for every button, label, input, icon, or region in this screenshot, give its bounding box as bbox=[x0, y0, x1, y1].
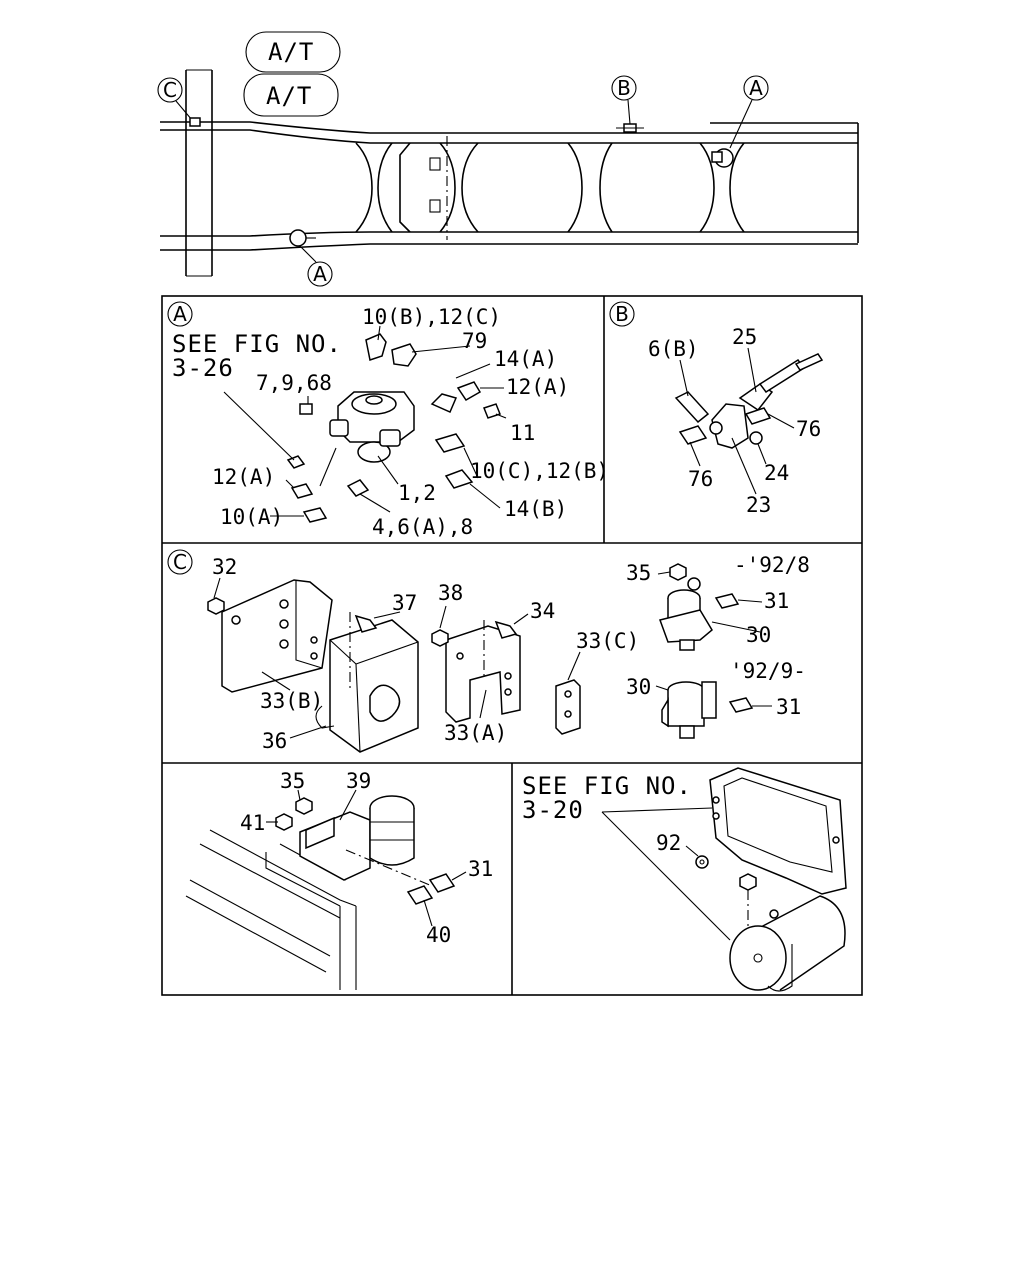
label-11: 11 bbox=[510, 421, 535, 445]
panel-c-key: C bbox=[173, 550, 187, 574]
label-14a-top: 14(A) bbox=[494, 347, 557, 371]
label-31-upper: 31 bbox=[764, 589, 789, 613]
label-33a: 33(A) bbox=[444, 721, 507, 745]
label-34: 34 bbox=[530, 599, 555, 623]
label-76-left: 76 bbox=[688, 467, 713, 491]
callout-b: B bbox=[617, 76, 631, 100]
label-31-lower: 31 bbox=[776, 695, 801, 719]
label-7-9-68: 7,9,68 bbox=[256, 371, 332, 395]
label-6b: 6(B) bbox=[648, 337, 699, 361]
label-33c: 33(C) bbox=[576, 629, 639, 653]
at-tag-upper: A/T bbox=[268, 38, 314, 66]
panel-grid bbox=[161, 295, 863, 996]
label-12a-left: 12(A) bbox=[212, 465, 275, 489]
label-35-d: 35 bbox=[280, 769, 305, 793]
callout-c: C bbox=[163, 78, 177, 102]
label-10c-12b: 10(C),12(B) bbox=[470, 459, 609, 483]
panel-a: A SEE FIG NO. 3-26 bbox=[167, 301, 609, 539]
panel-c: C bbox=[167, 549, 810, 753]
label-92: 92 bbox=[656, 831, 681, 855]
label-24: 24 bbox=[764, 461, 789, 485]
label-pre-92-8: -'92/8 bbox=[734, 553, 810, 577]
label-10a: 10(A) bbox=[220, 505, 283, 529]
panel-e: SEE FIG NO. 3-20 92 bbox=[522, 767, 847, 992]
panel-d: 35 39 41 31 40 bbox=[185, 769, 493, 990]
panel-e-fig-number: 3-20 bbox=[522, 796, 584, 824]
chassis-frame-view: A/T A/T C B A A bbox=[157, 31, 859, 287]
label-10b-12c: 10(B),12(C) bbox=[362, 305, 501, 329]
label-39: 39 bbox=[346, 769, 371, 793]
label-36: 36 bbox=[262, 729, 287, 753]
callout-a-right: A bbox=[749, 76, 763, 100]
label-1-2: 1,2 bbox=[398, 481, 436, 505]
label-38: 38 bbox=[438, 581, 463, 605]
label-12a-right: 12(A) bbox=[506, 375, 569, 399]
label-30-upper: 30 bbox=[746, 623, 771, 647]
panel-b: B 6(B) 25 76 76 24 23 bbox=[609, 301, 824, 517]
label-79: 79 bbox=[462, 329, 487, 353]
label-14b: 14(B) bbox=[504, 497, 567, 521]
label-25: 25 bbox=[732, 325, 757, 349]
label-37: 37 bbox=[392, 591, 417, 615]
label-4-6a-8: 4,6(A),8 bbox=[372, 515, 473, 539]
label-40: 40 bbox=[426, 923, 451, 947]
label-31-d: 31 bbox=[468, 857, 493, 881]
label-23: 23 bbox=[746, 493, 771, 517]
label-76-right: 76 bbox=[796, 417, 821, 441]
label-33b: 33(B) bbox=[260, 689, 323, 713]
panel-a-see-fig: SEE FIG NO. bbox=[172, 330, 342, 358]
label-post-92-9: '92/9- bbox=[730, 659, 806, 683]
label-35: 35 bbox=[626, 561, 651, 585]
panel-a-fig-number: 3-26 bbox=[172, 354, 234, 382]
label-30-lower: 30 bbox=[626, 675, 651, 699]
callout-a-bottom: A bbox=[313, 262, 327, 286]
panel-a-key: A bbox=[173, 302, 187, 326]
label-32: 32 bbox=[212, 555, 237, 579]
panel-e-see-fig: SEE FIG NO. bbox=[522, 772, 692, 800]
panel-b-key: B bbox=[615, 302, 629, 326]
at-tag-lower: A/T bbox=[266, 82, 312, 110]
label-41: 41 bbox=[240, 811, 265, 835]
